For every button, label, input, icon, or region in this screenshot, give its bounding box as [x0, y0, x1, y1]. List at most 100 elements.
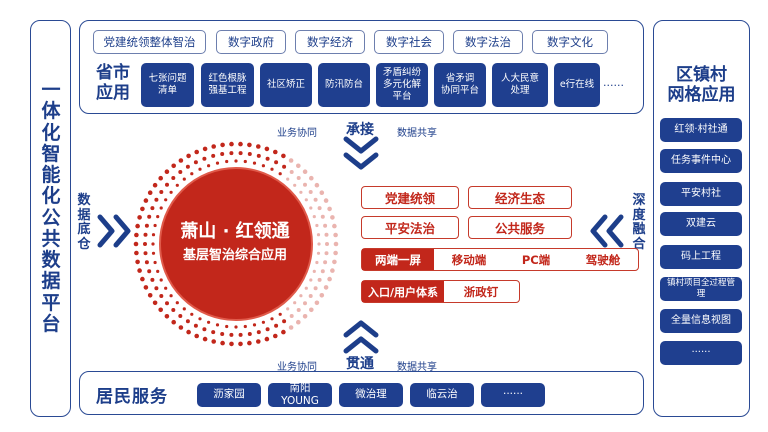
ring-dot — [151, 242, 155, 246]
left-platform-panel — [30, 20, 71, 417]
ring-dot — [134, 250, 139, 256]
ring-dot — [193, 323, 198, 328]
ring-dot — [137, 268, 142, 273]
ring-dot — [303, 182, 307, 187]
ring-dot — [333, 250, 338, 256]
left-flow-label: 数据底仓 — [77, 193, 91, 252]
ring-dot — [320, 214, 325, 219]
entry-zhezhengding: 浙政钉 — [463, 284, 499, 299]
ring-dot — [147, 214, 152, 219]
ring-dot — [202, 146, 208, 152]
ring-dot — [282, 164, 287, 169]
ring-dot — [286, 177, 290, 181]
ring-dot — [152, 182, 158, 188]
ring-dot — [156, 215, 160, 219]
top-flow-right: 数据共享 — [397, 128, 437, 139]
center-subtitle: 基层智治综合应用 — [182, 248, 287, 263]
top-app-tile: e行在线 — [554, 63, 600, 107]
ring-dot — [315, 223, 319, 228]
ring-dot — [135, 259, 140, 265]
top-app-tile: 防汛防台 — [318, 63, 370, 107]
ring-dot — [147, 190, 153, 195]
center-disc-edge — [159, 167, 313, 321]
ring-dot — [327, 206, 332, 212]
ring-dot — [299, 294, 303, 298]
ring-dot — [164, 286, 168, 290]
domain-safety-law: 平安法治 — [361, 216, 459, 239]
ring-dot — [178, 170, 183, 174]
ring-dot — [154, 197, 159, 202]
ring-dot — [313, 286, 318, 291]
right-grid-item: 镇村项目全过程管理 — [660, 277, 742, 301]
bottom-resident-item: 临云治 — [410, 383, 474, 407]
top-domain-button: 数字文化 — [532, 30, 608, 54]
left-chevron-icon — [590, 214, 624, 248]
ring-dot — [270, 167, 274, 171]
ring-dot — [327, 276, 332, 282]
ring-dot — [175, 183, 179, 187]
ring-dot — [317, 277, 322, 282]
ring-dot — [234, 159, 238, 163]
ring-dot — [211, 339, 216, 344]
ring-dot — [178, 158, 184, 163]
ring-dot — [252, 161, 257, 165]
ring-dot — [323, 260, 328, 265]
ring-dot — [207, 164, 211, 168]
ring-dot — [182, 307, 186, 311]
bottom-panel-label: 居民服务 — [96, 387, 168, 407]
right-grid-item: 平安村社 — [660, 182, 742, 206]
ring-dot — [158, 175, 163, 181]
top-app-tile: 社区矫正 — [260, 63, 312, 107]
ring-dot — [238, 332, 243, 337]
terminal-mobile: 移动端 — [451, 252, 487, 267]
ring-dot — [293, 301, 297, 305]
ring-dot — [169, 294, 173, 298]
ring-dot — [159, 206, 163, 210]
ring-dot — [247, 142, 252, 148]
bottom-resident-item: ······ — [481, 383, 545, 407]
right-grid-item: 全量信息视图 — [660, 309, 742, 333]
ring-dot — [333, 241, 339, 247]
ring-dot — [152, 300, 158, 306]
ring-dot — [261, 164, 265, 168]
ring-dot — [202, 336, 208, 342]
ring-dot — [220, 340, 225, 346]
ring-dot — [140, 206, 145, 212]
ring-dot — [308, 190, 313, 194]
ring-dot — [194, 333, 199, 339]
left-platform-title: 一体化智能化公共数据平台 — [41, 79, 61, 335]
ring-dot — [324, 232, 329, 237]
ring-dot — [302, 169, 308, 174]
ring-dot — [247, 152, 252, 156]
ring-dot — [332, 223, 337, 229]
ring-dot — [143, 242, 147, 246]
ring-dot — [143, 285, 149, 290]
ring-dot — [303, 301, 307, 306]
ring-dot — [193, 160, 198, 165]
ring-dot — [164, 169, 170, 174]
ring-dot — [278, 172, 282, 176]
ring-dot — [273, 333, 278, 339]
center-disc — [160, 168, 312, 320]
ring-dot — [274, 160, 279, 165]
ring-dot — [229, 141, 234, 147]
ring-dot — [247, 332, 252, 336]
ring-dot — [317, 242, 321, 246]
top-domain-button: 党建统领整体智治 — [93, 30, 206, 54]
ring-dot — [312, 215, 316, 219]
ring-dot — [314, 182, 320, 188]
right-flow-label: 深度融合 — [632, 193, 646, 252]
ring-dot — [198, 167, 202, 171]
ring-dot — [182, 177, 186, 181]
bottom-flow-left: 业务协同 — [277, 362, 317, 373]
ring-dot — [215, 161, 220, 165]
ring-dot — [147, 293, 153, 298]
ring-dot — [238, 141, 243, 147]
ring-dot — [289, 314, 294, 318]
terminal-pc: PC端 — [521, 252, 551, 267]
ring-dot — [229, 332, 234, 337]
ring-dot — [299, 190, 303, 194]
ring-dot — [273, 149, 278, 155]
ring-dot — [215, 323, 220, 327]
ring-dot — [156, 269, 160, 273]
